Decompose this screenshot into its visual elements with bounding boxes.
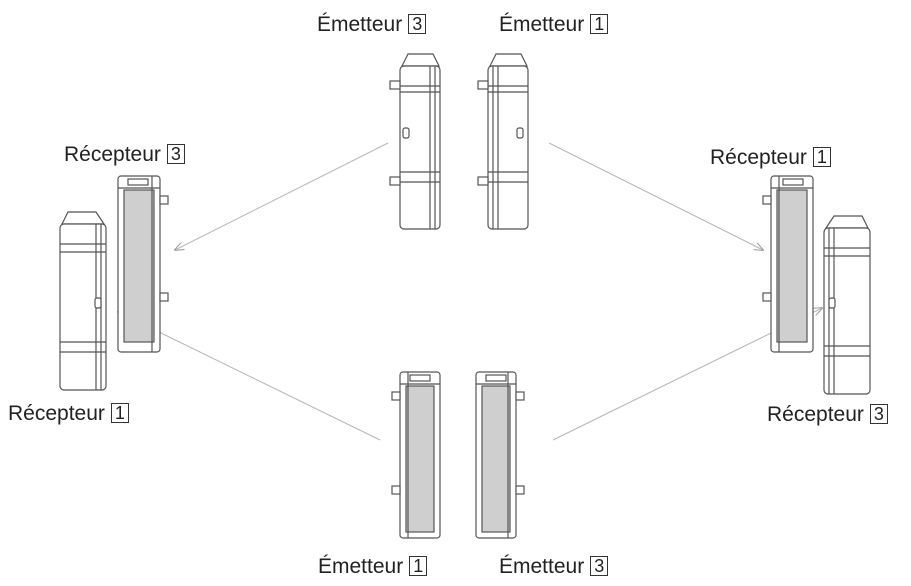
emitter-label-text: Émetteur bbox=[499, 13, 585, 36]
emitter-device-bottom-left bbox=[391, 371, 441, 539]
beams bbox=[118, 142, 822, 441]
beam-emitter1-to-receiver1-right bbox=[548, 142, 763, 250]
emitter-device-top-left bbox=[389, 53, 441, 230]
receiver-number-badge: 3 bbox=[166, 144, 185, 164]
emitter-device-top-right bbox=[477, 53, 529, 230]
emitter-device-bottom-right bbox=[475, 371, 525, 539]
receiver-device-top-left bbox=[117, 175, 169, 353]
beam-emitter3-to-receiver3-left bbox=[175, 142, 389, 250]
receiver-label-text: Récepteur bbox=[710, 146, 807, 169]
receiver-device-bottom-left bbox=[59, 211, 107, 391]
receiver-device-top-right bbox=[762, 175, 814, 353]
emitter-number-badge: 1 bbox=[590, 14, 609, 34]
receiver-number-badge: 1 bbox=[812, 147, 831, 167]
receiver-device-bottom-right bbox=[823, 215, 871, 395]
receiver-label-text: Récepteur bbox=[767, 403, 864, 426]
receiver-number-badge: 3 bbox=[869, 404, 888, 424]
emitter-label-text: Émetteur bbox=[317, 13, 403, 36]
receiver-label-text: Récepteur bbox=[8, 402, 105, 425]
emitter-number-badge: 3 bbox=[590, 556, 609, 576]
receiver-label-text: Récepteur bbox=[64, 143, 161, 166]
emitter-label-text: Émetteur bbox=[318, 555, 404, 578]
emitter-label-text: Émetteur bbox=[499, 555, 585, 578]
emitter-number-badge: 3 bbox=[408, 14, 427, 34]
receiver-number-badge: 1 bbox=[110, 403, 129, 423]
emitter-number-badge: 1 bbox=[409, 556, 428, 576]
beam-emitter1-bottom-to-receiver1-left bbox=[118, 312, 381, 441]
